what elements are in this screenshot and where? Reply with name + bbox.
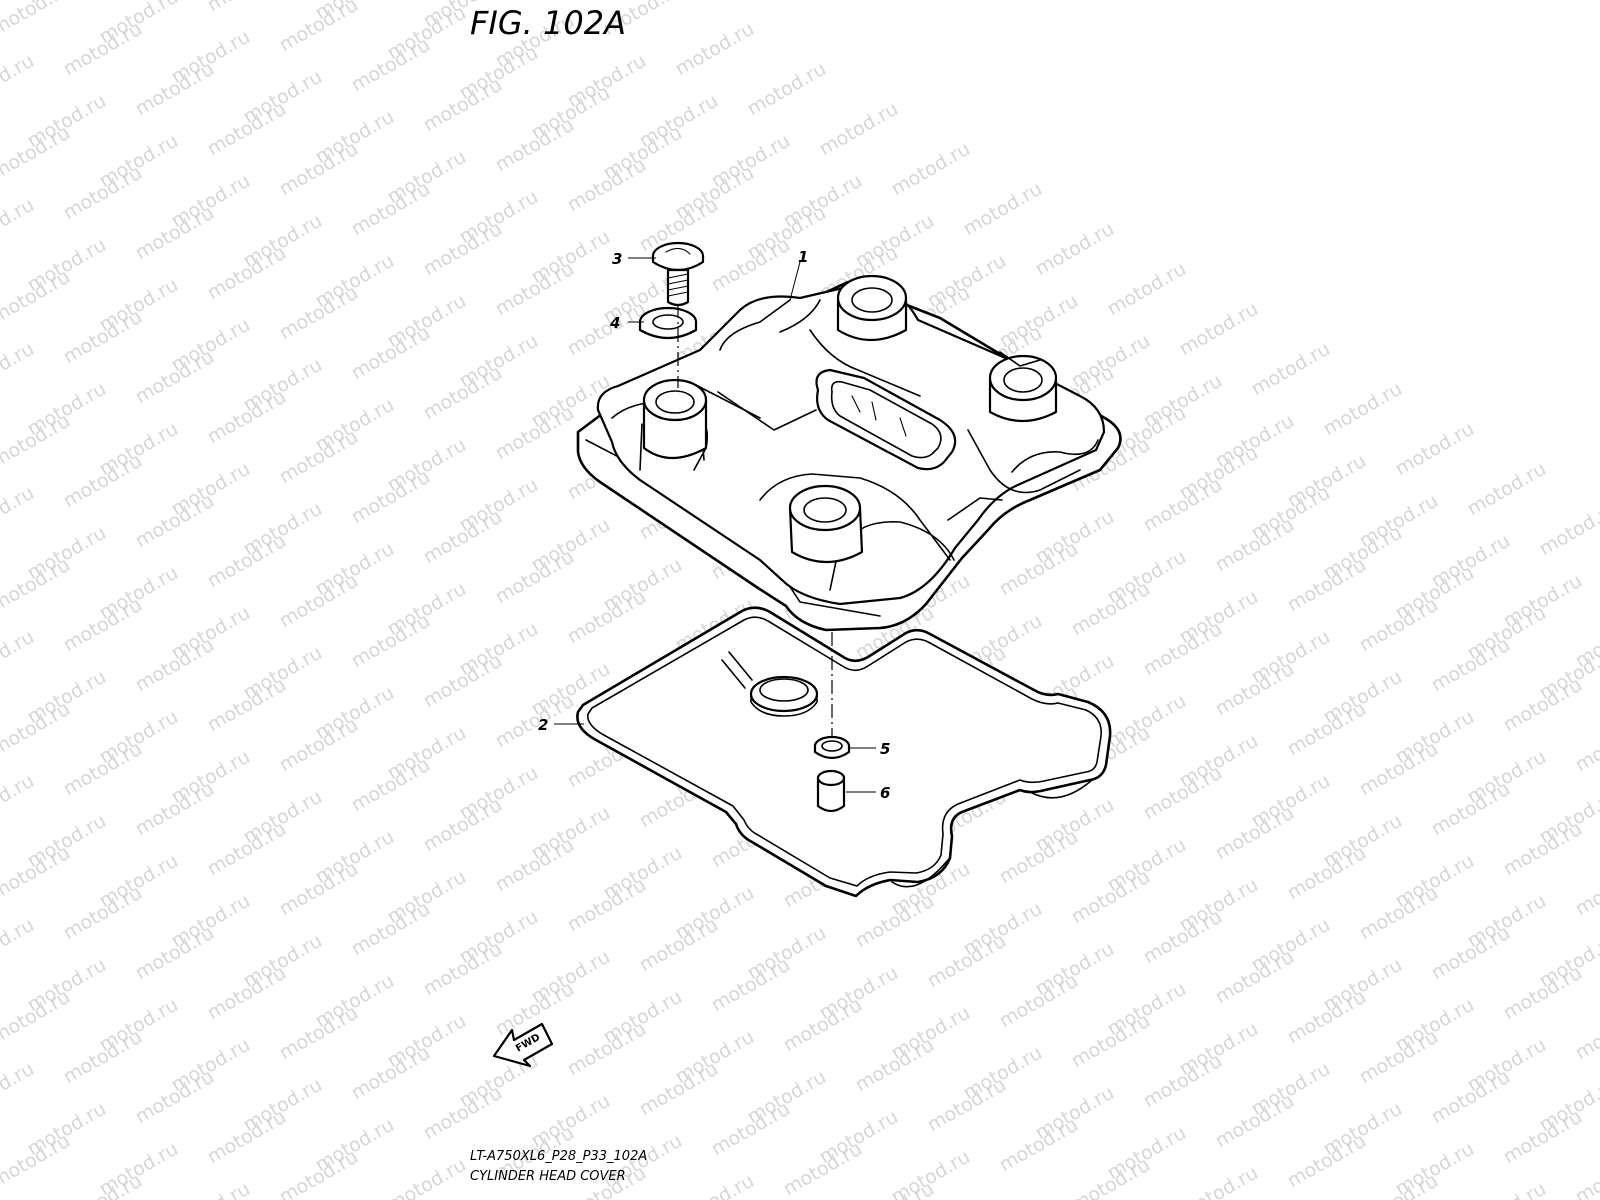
watermark-text: motod.ru xyxy=(0,514,2,577)
watermark-text: motod.ru xyxy=(1104,258,1190,321)
callout-4: 4 xyxy=(609,314,620,332)
watermark-text: motod.ru xyxy=(168,1178,254,1200)
boss-rear-right xyxy=(988,354,1058,422)
watermark-text: motod.ru xyxy=(1320,378,1406,441)
part-3-bolt[interactable] xyxy=(651,241,705,307)
watermark-text: motod.ru xyxy=(0,626,38,689)
watermark-text: motod.ru xyxy=(0,946,2,1009)
watermark-text: motod.ru xyxy=(0,370,2,433)
watermark-text: motod.ru xyxy=(0,226,2,289)
watermark-text: motod.ru xyxy=(1248,338,1334,401)
watermark-text: motod.ru xyxy=(672,18,758,81)
callout-5: 5 xyxy=(880,740,890,758)
callout-1: 1 xyxy=(798,248,808,266)
fwd-arrow: FWD xyxy=(492,1022,554,1068)
figure-caption: CYLINDER HEAD COVER xyxy=(470,1169,626,1184)
leader-lines xyxy=(554,257,876,793)
figure-title: FIG. 102A xyxy=(470,4,626,42)
watermark-text: motod.ru xyxy=(0,0,74,40)
watermark-text: motod.ru xyxy=(1176,1162,1262,1200)
watermark-text: motod.ru xyxy=(384,1154,470,1200)
watermark-text: motod.ru xyxy=(1572,714,1600,777)
watermark-text: motod.ru xyxy=(1572,1002,1600,1065)
watermark-text: motod.ru xyxy=(0,82,2,145)
watermark-text: motod.ru xyxy=(1032,218,1118,281)
part-4-grommet[interactable] xyxy=(638,306,698,340)
part-5-o-ring[interactable] xyxy=(813,735,851,760)
figure-code: LT-A750XL6_P28_P33_102A xyxy=(470,1149,647,1164)
watermark-text: motod.ru xyxy=(0,194,38,257)
boss-rear-center xyxy=(836,274,908,341)
watermark-text: motod.ru xyxy=(744,58,830,121)
callout-6: 6 xyxy=(880,784,890,802)
watermark-text: motod.ru xyxy=(0,658,2,721)
watermark-text: motod.ru xyxy=(1392,418,1478,481)
watermark-text: motod.ru xyxy=(0,338,38,401)
boss-front-left xyxy=(642,378,708,459)
part-1-head-cover[interactable] xyxy=(576,274,1122,632)
watermark-text: motod.ru xyxy=(1536,498,1600,561)
watermark-text: motod.ru xyxy=(1572,1146,1600,1200)
watermark-text: motod.ru xyxy=(204,0,290,16)
watermark-text: motod.ru xyxy=(0,482,38,545)
callout-2: 2 xyxy=(538,716,548,734)
watermark-text: motod.ru xyxy=(960,178,1046,241)
watermark-text: motod.ru xyxy=(1572,858,1600,921)
watermark-text: motod.ru xyxy=(816,98,902,161)
watermark-text: motod.ru xyxy=(1176,298,1262,361)
watermark-text: motod.ru xyxy=(672,1170,758,1200)
watermark-text: motod.ru xyxy=(0,1058,38,1121)
part-6-dowel-pin[interactable] xyxy=(816,769,846,813)
watermark-text: motod.ru xyxy=(0,770,38,833)
watermark-text: motod.ru xyxy=(0,1090,2,1153)
watermark-text: motod.ru xyxy=(1464,1178,1550,1200)
boss-front-center xyxy=(788,484,864,563)
watermark-text: motod.ru xyxy=(0,914,38,977)
watermark-text: motod.ru xyxy=(1464,458,1550,521)
watermark-text: motod.ru xyxy=(0,802,2,865)
watermark-text: motod.ru xyxy=(0,50,38,113)
callout-3: 3 xyxy=(612,250,622,268)
watermark-text: motod.ru xyxy=(888,138,974,201)
